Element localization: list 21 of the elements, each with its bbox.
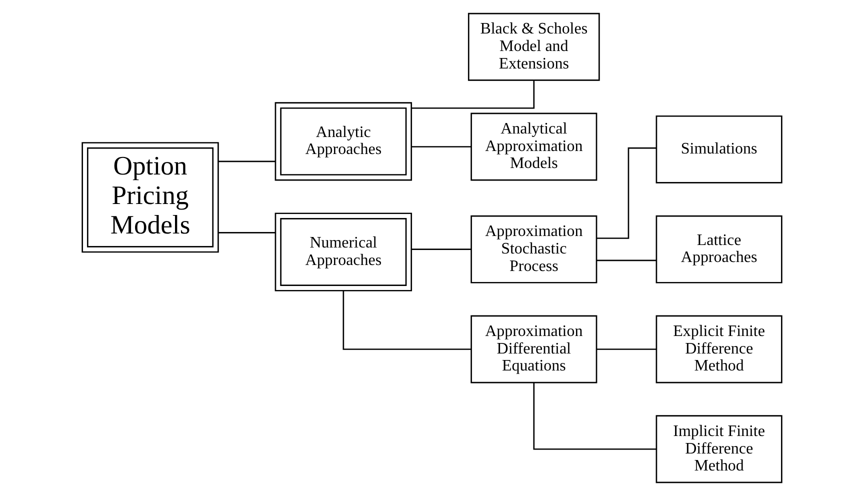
connector	[342, 290, 471, 350]
connector	[218, 232, 276, 234]
connector	[218, 160, 276, 162]
connector	[596, 348, 656, 350]
connector	[596, 260, 656, 262]
node-box: Approximation Differential Equations	[470, 315, 598, 384]
connector	[412, 80, 535, 109]
connector	[597, 147, 656, 239]
connector	[412, 146, 472, 148]
node-box: Numerical Approaches	[274, 212, 412, 292]
node-box: Implicit Finite Difference Method	[656, 415, 782, 484]
node-box: Lattice Approaches	[656, 215, 782, 284]
node-box: Analytical Approximation Models	[470, 112, 598, 181]
node-box: Approximation Stochastic Process	[470, 215, 598, 284]
node-box: Analytic Approaches	[274, 102, 412, 181]
node-box: Black & Scholes Model and Extensions	[468, 12, 600, 81]
node-box: Explicit Finite Difference Method	[656, 315, 782, 384]
connector	[533, 383, 656, 450]
node-box: Option Pricing Models	[82, 142, 219, 253]
connector	[412, 248, 472, 250]
node-box: Simulations	[656, 115, 782, 184]
